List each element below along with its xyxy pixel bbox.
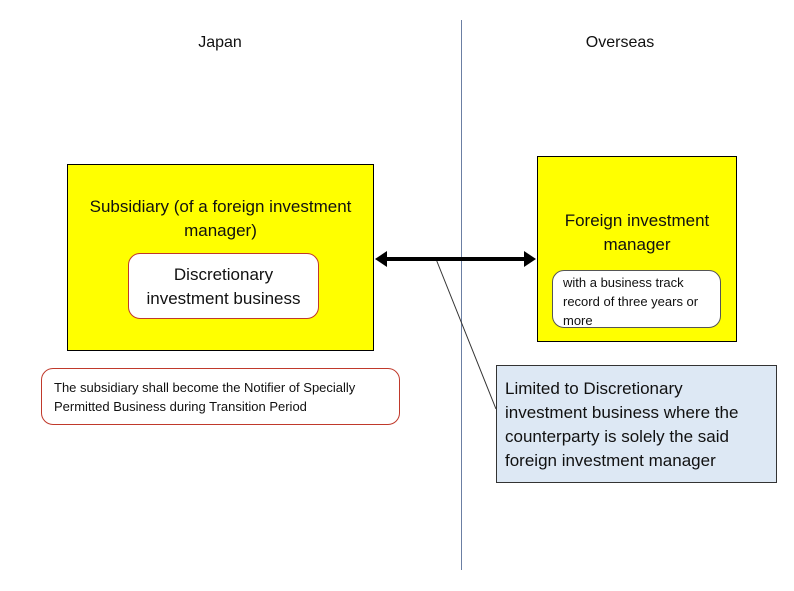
callout-pointer: [435, 258, 497, 410]
limitation-callout: Limited to Discretionary investment busi…: [496, 365, 777, 483]
subsidiary-title: Subsidiary (of a foreign investment mana…: [89, 197, 352, 240]
foreign-manager-title: Foreign investment manager: [564, 211, 710, 254]
transition-note: The subsidiary shall become the Notifier…: [41, 368, 400, 425]
header-overseas: Overseas: [585, 34, 655, 51]
subsidiary-box: Subsidiary (of a foreign investment mana…: [67, 164, 374, 351]
double-arrow-icon: [375, 251, 536, 267]
header-japan: Japan: [198, 34, 242, 51]
foreign-manager-box: Foreign investment manager with a busine…: [537, 156, 737, 342]
discretionary-business-box: Discretionary investment business: [128, 253, 319, 319]
track-record-box: with a business track record of three ye…: [552, 270, 721, 328]
